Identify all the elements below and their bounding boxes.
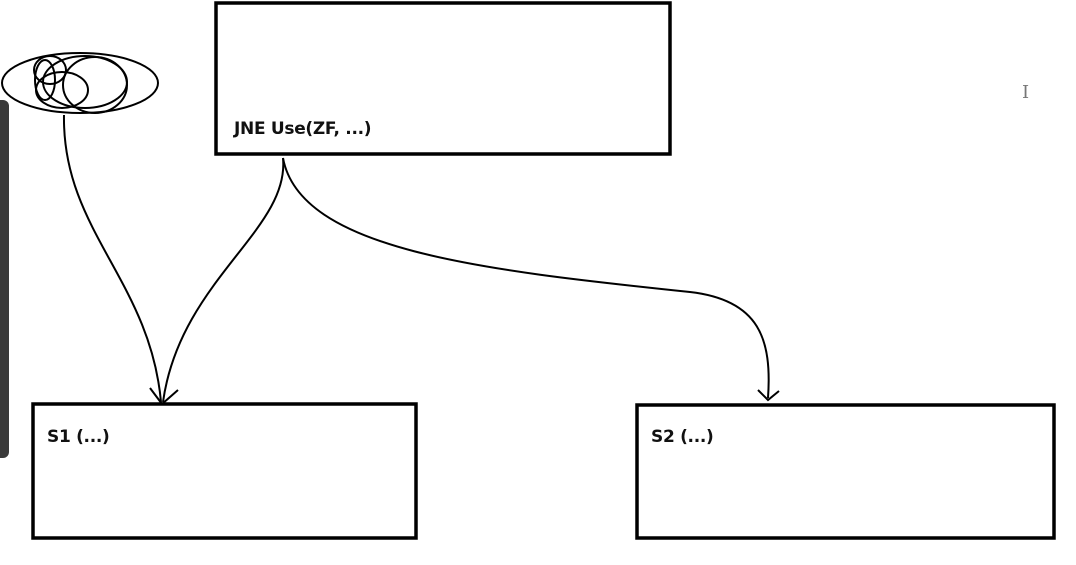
arrowhead-s2 — [757, 389, 780, 402]
box-s1 — [31, 402, 418, 540]
box-top — [214, 1, 672, 156]
side-panel-edge — [0, 100, 9, 458]
box-s2-label: S2 (...) — [651, 427, 714, 447]
scribble-node — [1, 52, 159, 114]
edge-top-to-s2 — [282, 157, 770, 399]
box-s1-label: S1 (...) — [47, 427, 110, 447]
text-cursor-icon: I — [1022, 82, 1030, 103]
box-top-label: JNE Use(ZF, ...) — [234, 119, 372, 139]
box-s2 — [635, 403, 1056, 540]
edge-top-to-s1 — [162, 157, 285, 403]
edge-scribble-to-s1 — [62, 114, 162, 403]
